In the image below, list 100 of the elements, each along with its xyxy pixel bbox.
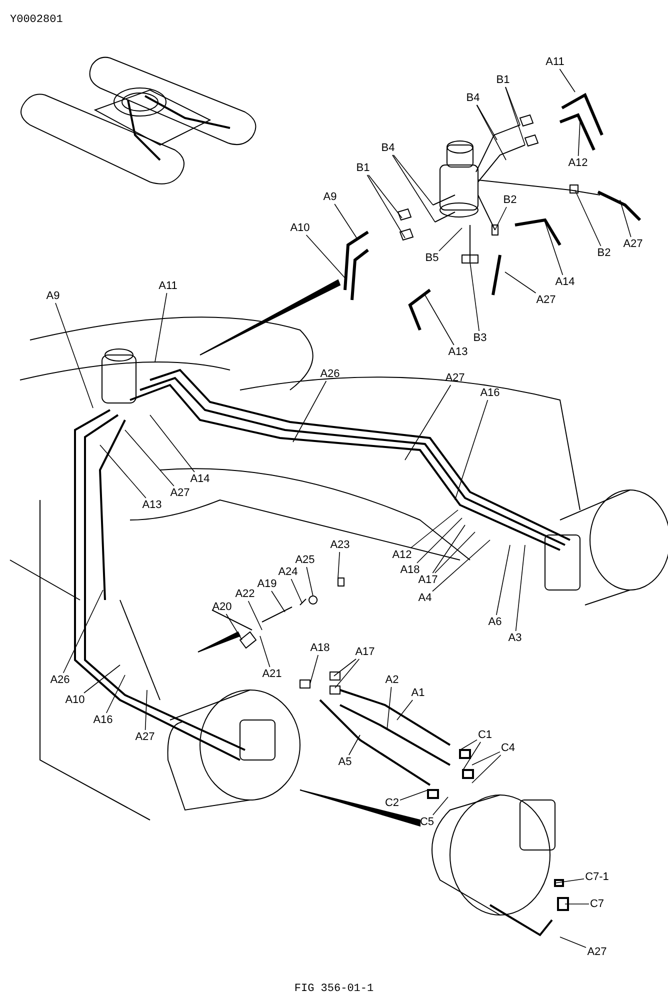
- callout-number: A26: [49, 673, 71, 687]
- callout-number: A17: [354, 645, 376, 659]
- leader-line: [84, 664, 120, 694]
- leader-line: [144, 690, 148, 730]
- callout-number: A14: [189, 472, 211, 486]
- callout-number: C1: [476, 728, 494, 742]
- callout-number: C4: [500, 741, 516, 755]
- callout-number: A26: [319, 367, 341, 381]
- callout-number: A3: [507, 631, 523, 645]
- leader-line: [432, 540, 490, 592]
- callout-number: A24: [277, 565, 299, 579]
- leader-line: [432, 796, 448, 816]
- leader-line: [462, 742, 481, 770]
- callout-number: B1: [355, 161, 371, 175]
- leader-line: [496, 544, 510, 616]
- leader-line: [404, 384, 452, 460]
- callout-number: B3: [472, 331, 488, 345]
- callout-number: A10: [64, 693, 86, 707]
- leader-line: [271, 590, 286, 612]
- leader-line: [100, 444, 146, 498]
- callout-number: A9: [322, 190, 338, 204]
- leader-line: [306, 566, 314, 596]
- leader-line: [410, 510, 458, 548]
- callout-number: C5: [418, 815, 436, 829]
- leader-line: [260, 636, 270, 668]
- leader-line: [554, 878, 584, 884]
- leader-line: [544, 222, 564, 276]
- leader-line: [306, 234, 346, 278]
- callout-number: C7-1: [584, 870, 610, 884]
- callout-number: B1: [495, 73, 511, 87]
- leader-line: [434, 532, 476, 574]
- callout-number: A9: [45, 289, 61, 303]
- leader-line: [515, 544, 526, 632]
- callout-number: B2: [502, 193, 518, 207]
- leader-line: [438, 228, 462, 252]
- leader-line: [248, 600, 262, 630]
- callout-number: A11: [158, 279, 178, 293]
- leader-line: [578, 122, 580, 156]
- leader-line: [476, 104, 506, 160]
- callout-number: A14: [554, 275, 576, 289]
- leader-line: [55, 302, 94, 408]
- leader-line: [124, 430, 174, 486]
- leader-line: [470, 262, 480, 332]
- leader-line: [416, 518, 462, 564]
- callout-number: A27: [586, 945, 608, 959]
- callout-number: C7: [588, 897, 606, 911]
- leader-line: [366, 174, 406, 238]
- callout-number: A6: [487, 615, 503, 629]
- leader-line: [334, 204, 358, 240]
- leader-line: [504, 272, 536, 294]
- leader-line: [505, 86, 520, 126]
- callout-number: B2: [596, 246, 612, 260]
- leader-line: [424, 294, 454, 346]
- leader-line: [310, 654, 318, 684]
- leader-line: [559, 68, 576, 92]
- callout-number: A21: [261, 667, 283, 681]
- leader-line: [505, 86, 526, 146]
- callout-number: A16: [92, 713, 114, 727]
- leader-line: [334, 658, 360, 688]
- callout-number: B4: [380, 141, 396, 155]
- leader-line: [494, 206, 507, 230]
- leader-line: [348, 734, 360, 756]
- callout-number: C2: [384, 796, 400, 810]
- callout-number: A11: [544, 55, 566, 69]
- leader-line: [368, 174, 402, 218]
- callout-number: A18: [309, 641, 331, 655]
- callout-number: A19: [256, 577, 278, 591]
- leader-line: [338, 552, 340, 578]
- leader-line: [106, 674, 126, 714]
- leader-line: [226, 614, 242, 640]
- callout-number: A2: [384, 673, 400, 687]
- callout-number: A16: [479, 386, 501, 400]
- leader-line: [432, 524, 466, 574]
- drawing-number: Y0002801: [10, 14, 63, 26]
- leader-line: [392, 154, 436, 222]
- callout-number: A13: [447, 345, 469, 359]
- callout-number: B5: [424, 251, 440, 265]
- leader-line: [460, 739, 478, 750]
- callout-number: A27: [444, 371, 466, 385]
- callout-number: A5: [337, 755, 353, 769]
- leader-line: [620, 200, 632, 238]
- leader-line: [574, 190, 602, 246]
- callout-number: A22: [234, 587, 256, 601]
- callout-number: A25: [294, 553, 316, 567]
- callout-number: A20: [211, 600, 233, 614]
- callout-number: A23: [329, 538, 351, 552]
- callout-number: B4: [465, 91, 481, 105]
- leader-line: [400, 790, 428, 800]
- leader-line: [472, 754, 502, 784]
- leader-line: [150, 414, 195, 472]
- callout-number: A12: [391, 548, 413, 562]
- callout-number: A4: [417, 591, 433, 605]
- leader-line: [396, 700, 413, 720]
- leader-line: [292, 380, 327, 442]
- callout-number: A27: [535, 293, 557, 307]
- leader-line: [290, 578, 302, 604]
- callout-number: A12: [567, 156, 589, 170]
- leader-line: [472, 751, 500, 766]
- leader-line: [560, 936, 586, 948]
- leader-line: [454, 400, 488, 500]
